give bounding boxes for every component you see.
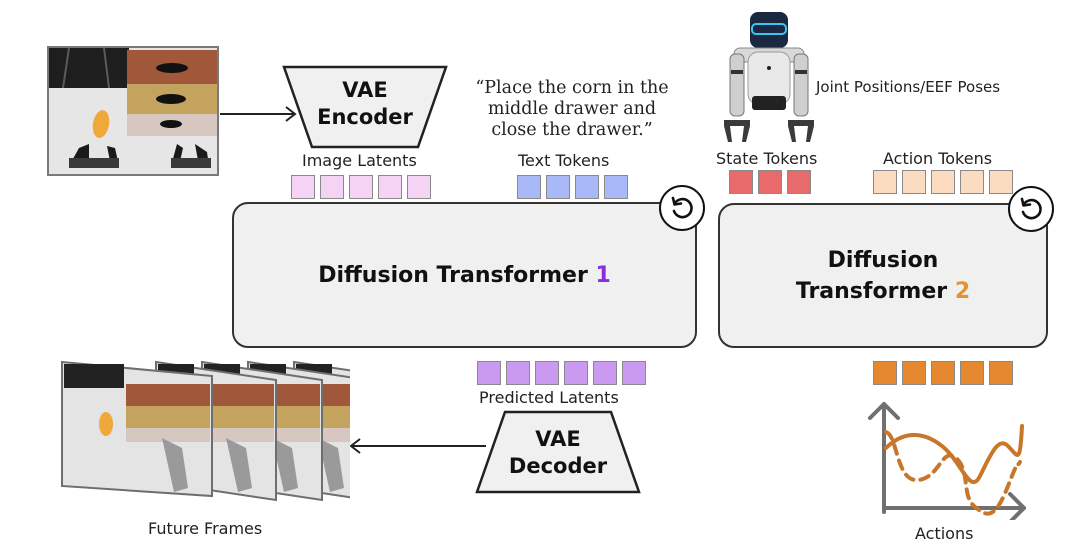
dit2-title-line2-wrapper: Transformer 2 (796, 276, 970, 307)
token (320, 175, 344, 199)
token (564, 361, 588, 385)
actions-plot-x-arrow (1008, 492, 1026, 520)
predicted-latents-label: Predicted Latents (479, 388, 619, 407)
diffusion-transformer-2: Diffusion Transformer 2 (718, 203, 1048, 348)
token (902, 361, 926, 385)
token (902, 170, 926, 194)
token (535, 361, 559, 385)
vae-decoder-line1: VAE (535, 427, 581, 451)
token (622, 361, 646, 385)
token (960, 361, 984, 385)
diffusion-transformer-1: Diffusion Transformer 1 (232, 202, 697, 348)
token (604, 175, 628, 199)
instruction-line1: “Place the corn in the (475, 78, 669, 98)
token (593, 361, 617, 385)
dit2-number: 2 (954, 278, 971, 304)
token (575, 175, 599, 199)
future-frame (61, 360, 213, 498)
vae-decoder: VAE Decoder (475, 410, 641, 494)
state-tokens-label: State Tokens (716, 149, 818, 168)
dit2-title-line2: Transformer (795, 278, 948, 304)
dit1-number: 1 (595, 262, 611, 288)
token (989, 170, 1013, 194)
humanoid-robot-illustration (724, 12, 814, 142)
text-tokens (517, 175, 628, 199)
token (758, 170, 782, 194)
robot-state-label: Joint Positions/EEF Poses (816, 78, 1001, 96)
predicted-latents-tokens (477, 361, 646, 385)
instruction-line3: close the drawer.” (491, 120, 653, 140)
token (349, 175, 373, 199)
dit2-title-line1: Diffusion (827, 247, 939, 273)
dit2-restart-icon (1008, 186, 1054, 232)
token (517, 175, 541, 199)
vae-encoder-shape (282, 65, 448, 149)
token (546, 175, 570, 199)
token (729, 170, 753, 194)
dit1-title-wrapper: Diffusion Transformer 1 (318, 260, 611, 291)
token (873, 170, 897, 194)
future-frames-label: Future Frames (148, 519, 263, 538)
dit2-title-wrapper: Diffusion Transformer 2 (796, 245, 970, 307)
actions-dashed-curve (884, 430, 1022, 516)
image-latents-label: Image Latents (302, 151, 417, 170)
token (477, 361, 501, 385)
token (407, 175, 431, 199)
token (873, 361, 897, 385)
future-frames-stack (61, 360, 350, 502)
input-image (47, 46, 219, 176)
vae-encoder-line2: Encoder (317, 105, 413, 129)
scene-photo-illustration (49, 48, 217, 174)
token (989, 361, 1013, 385)
dit1-title: Diffusion Transformer (318, 262, 588, 288)
token (931, 170, 955, 194)
loop-arrow-icon (671, 196, 693, 219)
token (506, 361, 530, 385)
arrow-to-future-frames (349, 438, 486, 454)
dit1-restart-icon (659, 185, 705, 231)
arrow-to-encoder (220, 106, 297, 122)
vae-encoder: VAE Encoder (282, 65, 448, 149)
actions-plot (868, 402, 1026, 520)
vae-decoder-shape (475, 410, 641, 494)
text-tokens-label: Text Tokens (518, 151, 610, 170)
token (291, 175, 315, 199)
vae-decoder-line2: Decoder (508, 454, 608, 478)
token (931, 361, 955, 385)
state-tokens (729, 170, 811, 194)
actions-solid-curve (884, 424, 1024, 485)
action-tokens (873, 170, 1013, 194)
actions-label: Actions (915, 524, 974, 543)
loop-arrow-icon (1020, 197, 1042, 220)
image-latents-tokens (291, 175, 431, 199)
instruction-line2: middle drawer and (487, 99, 657, 119)
action-tokens-label: Action Tokens (883, 149, 993, 168)
token (378, 175, 402, 199)
instruction-text: “Place the corn in the middle drawer and… (452, 78, 692, 141)
token (787, 170, 811, 194)
actions-plot-y-arrow (868, 402, 900, 420)
vae-encoder-line1: VAE (342, 78, 388, 102)
output-action-tokens (873, 361, 1013, 385)
token (960, 170, 984, 194)
